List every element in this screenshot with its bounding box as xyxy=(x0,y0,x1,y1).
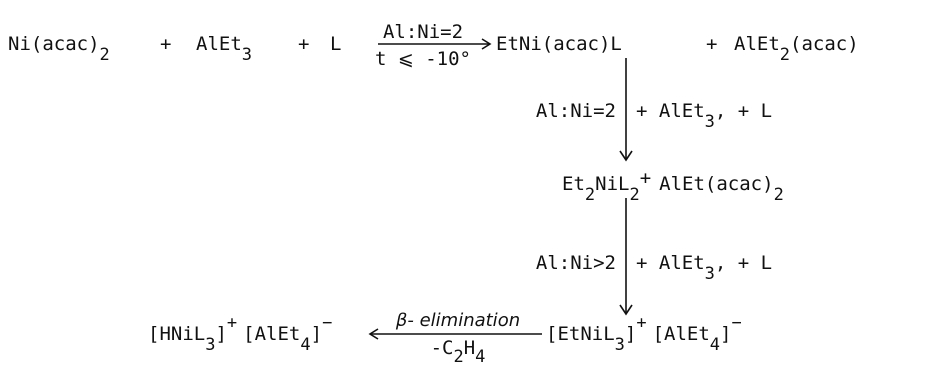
final-reaction: [HNiL3]+[AlEt4]− β- elimination -C2H4 [E… xyxy=(148,310,742,367)
elimination-arrow-head xyxy=(368,328,379,340)
reactant-alet3: AlEt3 xyxy=(196,33,252,65)
step3-ratio-label: Al:Ni>2 xyxy=(536,252,616,274)
ethylene-loss-label: -C2H4 xyxy=(431,337,486,367)
plus-sign-3: + xyxy=(706,33,717,55)
reaction-1: Ni(acac)2 + AlEt3 + L Al:Ni=2 t ⩽ -10° E… xyxy=(8,21,859,70)
final-product-hnil3-alet4: [HNiL3]+[AlEt4]− xyxy=(148,313,332,355)
product-alet2-acac: AlEt2(acac) xyxy=(734,33,859,65)
reactant-ni-acac2: Ni(acac)2 xyxy=(8,33,110,65)
intermediate-et2nil2-alet-acac2: Et2NiL2+AlEt(acac)2 xyxy=(562,167,784,205)
product-etni-acac-l: EtNi(acac)L xyxy=(496,33,622,55)
condition-top: Al:Ni=2 xyxy=(383,21,463,43)
vertical-arrow-1: Al:Ni=2 + AlEt3, + L xyxy=(536,58,772,162)
step2-ratio-label: Al:Ni=2 xyxy=(536,100,616,122)
reactant-ligand: L xyxy=(330,33,341,55)
final-reactant-etnil3-alet4: [EtNiL3]+[AlEt4]− xyxy=(546,313,742,355)
condition-bottom: t ⩽ -10° xyxy=(375,48,471,70)
step2-reagent-label: + AlEt3, + L xyxy=(636,100,772,132)
beta-elimination-label: β- elimination xyxy=(395,310,520,331)
vertical-arrow-1-head xyxy=(619,150,633,162)
plus-sign-2: + xyxy=(298,33,309,55)
step3-reagent-label: + AlEt3, + L xyxy=(636,252,772,284)
plus-sign-1: + xyxy=(160,33,171,55)
vertical-arrow-2-head xyxy=(619,304,633,316)
reaction-arrow-1-head xyxy=(481,38,492,50)
vertical-arrow-2: Al:Ni>2 + AlEt3, + L xyxy=(536,198,772,316)
